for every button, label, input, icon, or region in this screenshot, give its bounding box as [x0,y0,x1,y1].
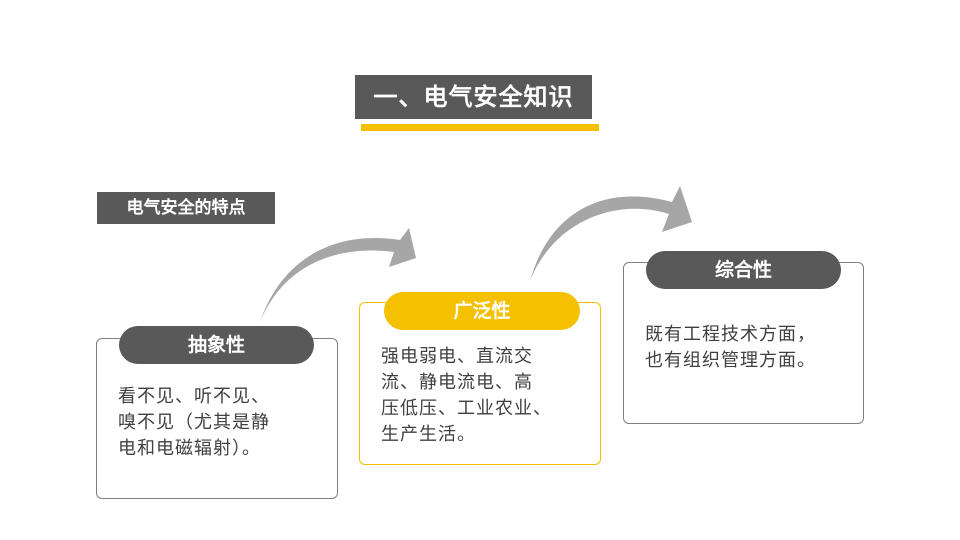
page-title: 一、电气安全知识 [355,75,592,119]
card-body-line: 压低压、工业农业、 [381,398,552,419]
card-body-abstractness: 看不见、听不见、 嗅不见（尤其是静 电和电磁辐射）。 [118,384,323,462]
card-body-line: 也有组织管理方面。 [645,350,816,371]
card-body-line: 强电弱电、直流交 [381,346,533,367]
card-body-line: 生产生活。 [381,424,476,445]
card-body-line: 看不见、听不见、 [118,386,270,407]
card-body-line: 流、静电流电、高 [381,372,533,393]
card-body-universality: 强电弱电、直流交 流、静电流电、高 压低压、工业农业、 生产生活。 [381,344,587,448]
card-heading-universality: 广泛性 [384,292,580,330]
card-body-comprehensiveness: 既有工程技术方面， 也有组织管理方面。 [645,322,850,374]
card-body-line: 嗅不见（尤其是静 [118,412,270,433]
curved-arrow-2 [530,186,692,281]
card-abstractness [96,338,338,499]
card-heading-comprehensiveness: 综合性 [646,251,841,289]
curved-arrow-1 [260,228,416,322]
card-body-line: 既有工程技术方面， [645,324,816,345]
title-underline [361,124,599,131]
section-label: 电气安全的特点 [97,192,275,224]
card-comprehensiveness [623,262,864,424]
card-body-line: 电和电磁辐射）。 [118,438,261,459]
card-heading-abstractness: 抽象性 [119,326,314,364]
